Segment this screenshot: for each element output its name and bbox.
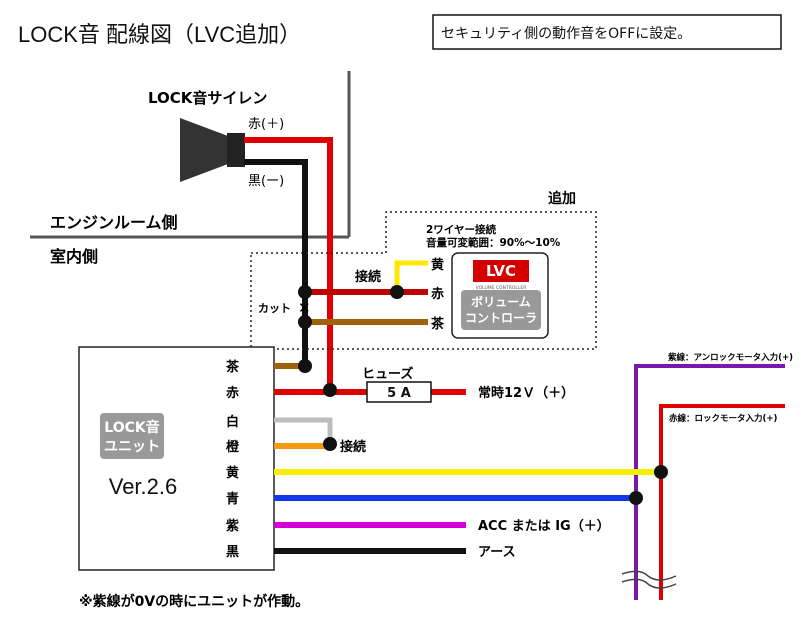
siren-black-wire [244,159,308,368]
motor-red-line [659,404,785,600]
lvc-wire-yellow-label: 黄 [431,257,444,273]
unit-wire-white-label: 白 [226,414,239,430]
red-line-label: 赤線：ロックモータ入力(+) [669,413,778,424]
lvc-connect-label: 接続 [355,269,381,285]
lvc-logo [473,260,529,282]
unit-wire-yellow-label: 黄 [226,465,239,481]
unit-wire-blue-label: 青 [226,491,239,507]
acc-label: ACC または IG（＋） [478,518,610,534]
note-text: セキュリティ側の動作音をOFFに設定。 [441,25,691,42]
lvc-wire-brown-label: 茶 [431,316,445,332]
unit-label-box [100,413,164,459]
junction-brown-siren [298,359,312,373]
unit-white-wire [274,417,333,442]
junction-blue-motor [629,491,643,505]
cabin-label: 室内側 [50,247,98,266]
siren-black-label: 黒(ー) [248,174,284,189]
lvc-box-text-2: コントローラ [465,311,537,325]
engine-room-label: エンジンルーム側 [50,213,178,232]
siren-icon [180,118,245,182]
cut-label: カット [258,302,291,315]
lvc-junction-dot [390,285,404,299]
note-box [432,14,782,50]
lvc-wire-red-label: 赤 [431,286,444,302]
lvc-added-label: 追加 [548,190,576,207]
junction-yellow-motor [654,465,668,479]
lvc-logo-subtext: VOLUME CONTROLLER [476,285,527,291]
cut-mark: ✕ [298,299,311,317]
footer-note: ※紫線が0Vの時にユニットが作動。 [79,593,309,610]
lvc-volume-range: 音量可変範囲：90%〜10% [426,236,561,249]
unit-wire-purple-label: 紫 [226,518,239,534]
junction-red-siren [323,383,337,397]
unit-label-1: LOCK音 [104,419,159,436]
unit-wire-brown-label: 茶 [226,359,240,375]
fuse-value: 5 A [387,386,411,401]
siren-label: LOCK音サイレン [148,89,267,107]
unit-label-2: ユニット [104,439,160,455]
unit-wire-orange-label: 橙 [226,439,240,455]
ground-label: アース [478,545,516,560]
unit-wire-black-label: 黒 [226,544,239,560]
lvc-logo-text: LVC [486,262,516,280]
wire-break-mark [621,570,677,589]
unit-wire-red-label: 赤 [226,385,239,401]
junction-black-red [298,285,312,299]
lvc-box-text-1: ボリューム [471,294,531,309]
orange-connect-label: 接続 [340,439,366,455]
siren-red-wire [244,137,333,390]
junction-white-orange [323,437,337,451]
junction-black-brown [298,315,312,329]
lvc-yellow-wire [394,260,428,290]
lvc-added-box [250,211,597,350]
motor-purple-line [634,364,785,600]
lvc-label-box [461,290,541,330]
lvc-two-wire-label: 2ワイヤー接続 [426,223,496,236]
page-title: LOCK音 配線図（LVC追加） [18,22,301,47]
constant-12v-label: 常時12Ｖ（＋） [478,385,574,401]
siren-red-label: 赤(＋) [248,117,284,132]
fuse-label: ヒューズ [362,366,413,382]
fuse-box [366,381,432,403]
purple-line-label: 紫線：アンロックモータ入力(+) [668,352,793,363]
unit-version: Ver.2.6 [109,474,178,499]
